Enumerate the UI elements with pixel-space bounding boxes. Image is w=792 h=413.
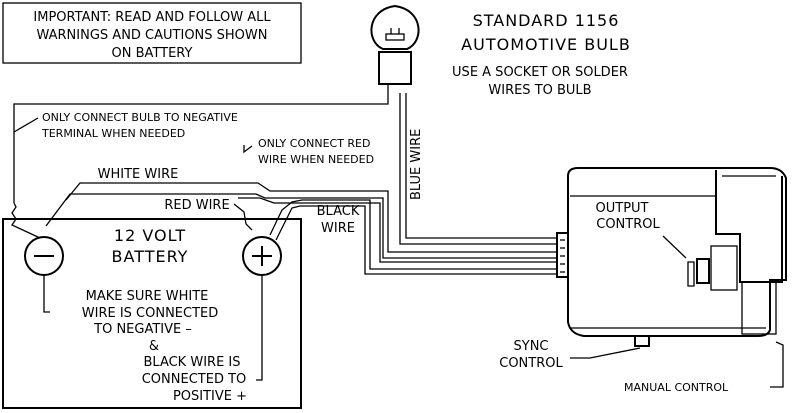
manual-control-lever <box>741 281 777 335</box>
battery-label-line-2: BATTERY <box>112 247 189 266</box>
black-wire-inner <box>275 205 557 275</box>
important-note: IMPORTANT: READ AND FOLLOW ALL WARNINGS … <box>2 2 302 64</box>
red-wire-label: RED WIRE <box>164 198 229 213</box>
wire-connector <box>556 232 569 278</box>
output-control-slot <box>687 261 695 287</box>
battery: 12 VOLT BATTERY MAKE SURE WHITE WIRE IS … <box>2 218 302 409</box>
red-wire-note-line-1: ONLY CONNECT RED <box>258 137 370 150</box>
white-wire-label: WHITE WIRE <box>98 167 179 182</box>
bulb-subtitle-line-2: WIRES TO BULB <box>488 83 591 98</box>
bulb-negative-wire <box>13 93 389 203</box>
battery-note-line-7: POSITIVE + <box>173 389 247 404</box>
important-note-line-1: IMPORTANT: READ AND FOLLOW ALL <box>33 10 271 25</box>
bulb-note-leader <box>13 117 39 133</box>
output-control-label-line-1: OUTPUT <box>596 201 649 216</box>
black-wire-label-line-2: WIRE <box>321 221 355 236</box>
battery-note-line-4: & <box>149 339 159 354</box>
sync-control-leader <box>570 347 641 359</box>
output-control-knob <box>696 258 710 284</box>
negative-note-leader <box>43 275 50 313</box>
manual-control-label: MANUAL CONTROL <box>624 381 729 394</box>
white-wire-outer <box>65 182 557 253</box>
important-note-box <box>2 2 302 64</box>
bulb-negative-note-line-1: ONLY CONNECT BULB TO NEGATIVE <box>42 111 238 124</box>
white-wire-inner <box>45 193 557 259</box>
important-note-line-2: WARNINGS AND CAUTIONS SHOWN <box>36 28 267 43</box>
bulb-icon <box>370 4 420 93</box>
manual-control-housing <box>715 170 783 283</box>
blue-wire-outer <box>399 93 557 245</box>
battery-note-line-3: TO NEGATIVE – <box>93 322 192 337</box>
battery-note-line-2: WIRE IS CONNECTED <box>82 306 219 321</box>
red-wire-note-line-2: WIRE WHEN NEEDED <box>258 153 374 166</box>
output-control-leader <box>662 235 687 259</box>
bulb-glass <box>370 4 420 50</box>
red-wire-outer <box>238 197 557 263</box>
bulb-filament <box>385 33 405 41</box>
battery-box <box>2 218 302 409</box>
bulb-negative-note-line-2: TERMINAL WHEN NEEDED <box>41 127 185 140</box>
blue-wire-label: BLUE WIRE <box>409 129 424 200</box>
sync-control-label-line-1: SYNC <box>514 339 549 354</box>
black-wire-label-line-1: BLACK <box>317 204 360 219</box>
bulb-negative-wire-end <box>11 202 41 239</box>
blue-wire-inner <box>405 93 557 239</box>
output-control-window <box>710 245 738 291</box>
manual-control-leader <box>770 341 784 388</box>
positive-note-leader <box>256 275 263 381</box>
black-wire-outer <box>269 199 557 270</box>
controller-body <box>567 167 787 337</box>
bulb-socket <box>378 51 412 85</box>
battery-note-line-6: CONNECTED TO <box>142 372 247 387</box>
bulb-title-line-1: STANDARD 1156 <box>473 11 620 30</box>
sync-control-label-line-2: CONTROL <box>499 356 563 371</box>
bulb-subtitle-line-1: USE A SOCKET OR SOLDER <box>452 65 628 80</box>
bulb-title-line-2: AUTOMOTIVE BULB <box>461 35 631 54</box>
red-wire-end <box>233 203 253 231</box>
battery-note-line-5: BLACK WIRE IS <box>143 355 240 370</box>
output-control-label-line-2: CONTROL <box>596 217 660 232</box>
battery-label-line-1: 12 VOLT <box>114 226 186 245</box>
red-wire-note-leader <box>243 145 253 154</box>
sync-control-button <box>634 335 650 347</box>
battery-note-line-1: MAKE SURE WHITE <box>86 289 209 304</box>
important-note-line-3: ON BATTERY <box>112 46 193 61</box>
brake-controller <box>556 167 787 347</box>
